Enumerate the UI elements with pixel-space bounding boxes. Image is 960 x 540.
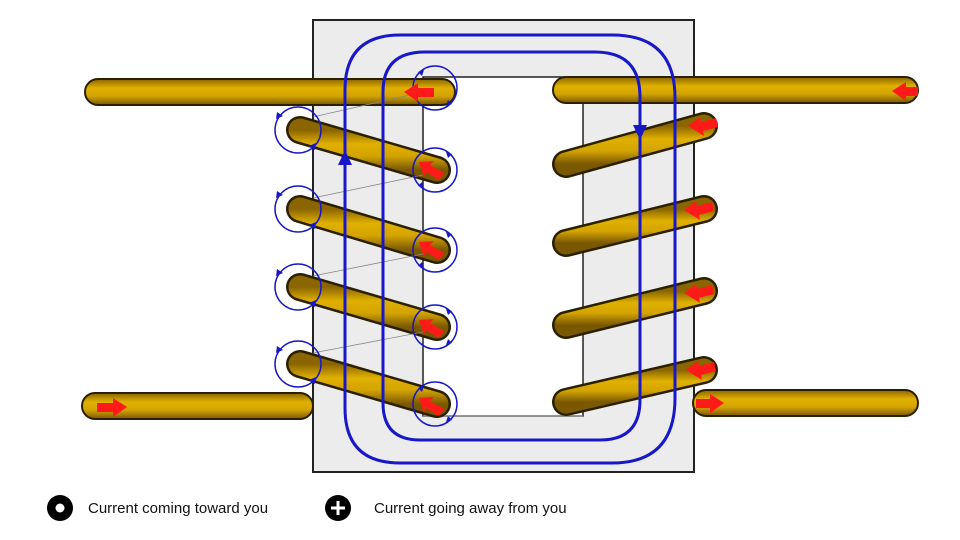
legend-toward-label: Current coming toward you (88, 500, 268, 517)
secondary-turn-2 (552, 195, 718, 257)
triangle-arrow-icon (338, 150, 352, 165)
red-arrow-icon (684, 201, 714, 220)
flux-lines (343, 33, 677, 465)
flux-loop-inner (381, 50, 642, 442)
primary-lead-top (84, 78, 456, 106)
current-arrows (97, 82, 918, 417)
red-arrow-icon (696, 394, 724, 413)
red-arrow-icon (404, 83, 434, 102)
red-arrow-icon (419, 319, 444, 338)
legend-away-label: Current going away from you (374, 500, 567, 517)
red-arrow-icon (686, 361, 716, 380)
red-arrow-icon (97, 398, 127, 417)
red-arrow-icon (684, 284, 714, 303)
triangle-arrow-icon (633, 125, 647, 140)
field-circle-arrows (276, 70, 452, 422)
secondary-lead-bottom (692, 389, 919, 417)
red-arrow-icon (892, 82, 918, 101)
legend: Current coming toward you Current going … (47, 495, 567, 521)
field-circles (274, 65, 458, 427)
red-arrow-icon (419, 161, 444, 180)
cross-in-circle-icon (325, 495, 351, 521)
secondary-lead-top (552, 76, 919, 104)
secondary-coil (552, 76, 919, 417)
red-arrow-icon (688, 117, 718, 136)
secondary-turn-4 (552, 356, 718, 416)
secondary-turn-3 (552, 277, 718, 339)
primary-lead-bottom (81, 392, 314, 420)
red-arrow-icon (419, 397, 444, 416)
primary-back-wires (312, 91, 424, 354)
flux-loop-outer (343, 33, 677, 465)
dot-in-circle-icon (47, 495, 73, 521)
flux-arrows (338, 125, 647, 165)
red-arrow-icon (419, 241, 444, 260)
secondary-turn-1 (552, 112, 718, 178)
